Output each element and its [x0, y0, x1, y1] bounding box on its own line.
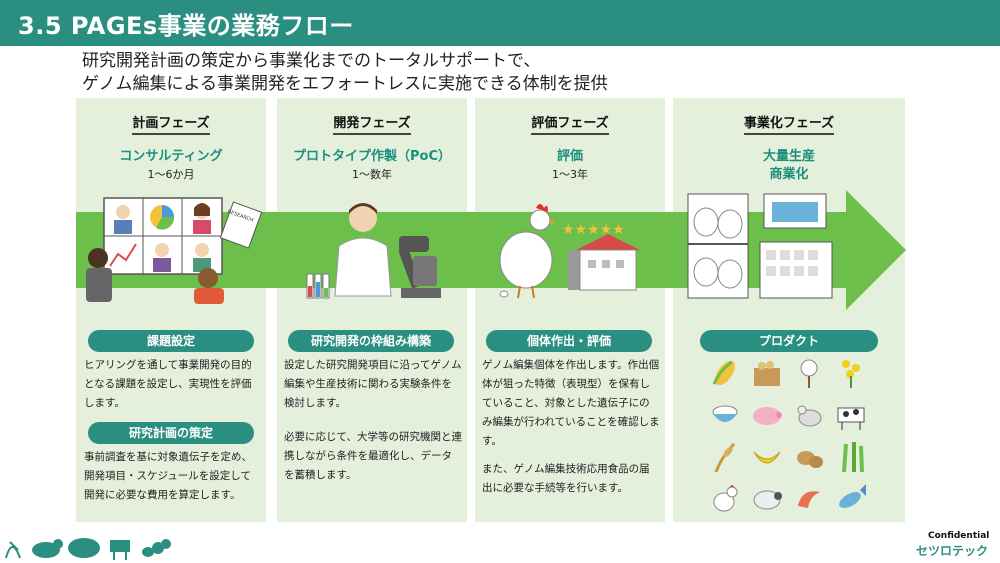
- potato-icon: [797, 451, 823, 468]
- subtitle-line-2: ゲノム編集による事業開発をエフォートレスに実施できる体制を提供: [82, 74, 608, 94]
- rat-silhouette-icon: [32, 539, 63, 558]
- phase-label-evaluation: 評価フェーズ: [475, 112, 665, 135]
- banana-icon: [753, 451, 781, 464]
- phase-duration-development: 1～数年: [352, 168, 392, 181]
- phase-label-commercialization: 事業化フェーズ: [673, 112, 905, 135]
- five-star-rating-icon: ★★★★★: [562, 222, 625, 238]
- phase-name-planning: コンサルティング: [119, 149, 223, 164]
- desc-rd-framework: 設定した研究開発項目に沿ってゲノム編集や生産技術に関わる実験条件を検討します。: [284, 359, 462, 409]
- scientist-microscope-illustration: [306, 203, 441, 299]
- pill-individual-evaluation: 個体作出・評価: [486, 330, 652, 352]
- pig-silhouette-icon: [68, 538, 100, 558]
- chicken-icon: [713, 485, 738, 512]
- pill-issue-setting: 課題設定: [88, 330, 254, 352]
- cotton-icon: [800, 359, 818, 388]
- panel-commercialization: [673, 98, 905, 522]
- subtitle-line-1: 研究開発計画の策定から事業化までのトータルサポートで、: [82, 51, 541, 71]
- silkworm-silhouette-icon: [142, 539, 171, 557]
- phase-name-development: プロトタイプ作製（PoC）: [293, 149, 451, 164]
- desc-individual-evaluation: ゲノム編集個体を作出します。作出個体が狙った特徴（表現型）を保有していること、対…: [482, 359, 660, 447]
- title-bar: 3.5 PAGEs事業の業務フロー: [0, 0, 1000, 46]
- phase-label-development: 開発フェーズ: [277, 112, 467, 135]
- phase-name-evaluation: 評価: [556, 149, 583, 164]
- phase-name-commercialization: 大量生産: [762, 149, 815, 164]
- chicken-farm-illustration: ★★★★★: [499, 204, 640, 299]
- phase-label-planning: 計画フェーズ: [76, 112, 266, 135]
- page-title: 3.5 PAGEs事業の業務フロー: [18, 12, 354, 40]
- corn-icon: [712, 360, 735, 386]
- mass-production-illustration: [687, 193, 833, 299]
- company-logo: セツロテック: [916, 544, 989, 558]
- shrimp-icon: [798, 491, 820, 508]
- video-meeting-illustration: RESEARCH: [86, 197, 263, 304]
- sheep-icon: [753, 490, 782, 510]
- wheat-icon: [714, 442, 736, 473]
- desc-issue-setting: ヒアリングを通して事業開発の目的となる課題を設定し、実現性を評価します。: [84, 359, 252, 409]
- mouse-icon: [797, 405, 822, 427]
- asparagus-icon: [842, 442, 864, 473]
- pig-icon: [753, 407, 782, 425]
- desc-rd-optimization: 必要に応じて、大学等の研究機関と連携しながら条件を最適化し、データを蓄積します。: [284, 431, 462, 481]
- desc-notification: また、ゲノム編集技術応用食品の届出に必要な手続等を行います。: [482, 463, 650, 494]
- panel-planning: [76, 98, 266, 522]
- pill-product: プロダクト: [700, 330, 878, 352]
- phase-name2-commercialization: 商業化: [769, 167, 809, 182]
- cow-icon: [837, 407, 865, 430]
- panel-evaluation: [475, 98, 665, 522]
- desc-research-plan: 事前調査を基に対象遺伝子を定め、開発項目・スケジュールを設定して開発に必要な費用…: [84, 451, 252, 501]
- subtitle: 研究開発計画の策定から事業化までのトータルサポートで、 ゲノム編集による事業開発…: [82, 50, 608, 96]
- fish-icon: [839, 484, 866, 508]
- rapeseed-flower-icon: [842, 360, 860, 388]
- pill-rd-framework: 研究開発の枠組み構築: [288, 330, 454, 352]
- animal-silhouettes-decoration: [5, 538, 171, 560]
- phase-duration-planning: 1～6か月: [147, 168, 195, 181]
- panel-development: [277, 98, 467, 522]
- phase-duration-evaluation: 1～3年: [552, 168, 588, 181]
- pill-research-plan: 研究計画の策定: [88, 422, 254, 444]
- flour-bowl-icon: [712, 405, 738, 422]
- dna-icon: [5, 541, 21, 559]
- confidential-label: Confidential: [928, 531, 990, 541]
- goat-silhouette-icon: [110, 540, 130, 560]
- soybean-box-icon: [754, 361, 780, 386]
